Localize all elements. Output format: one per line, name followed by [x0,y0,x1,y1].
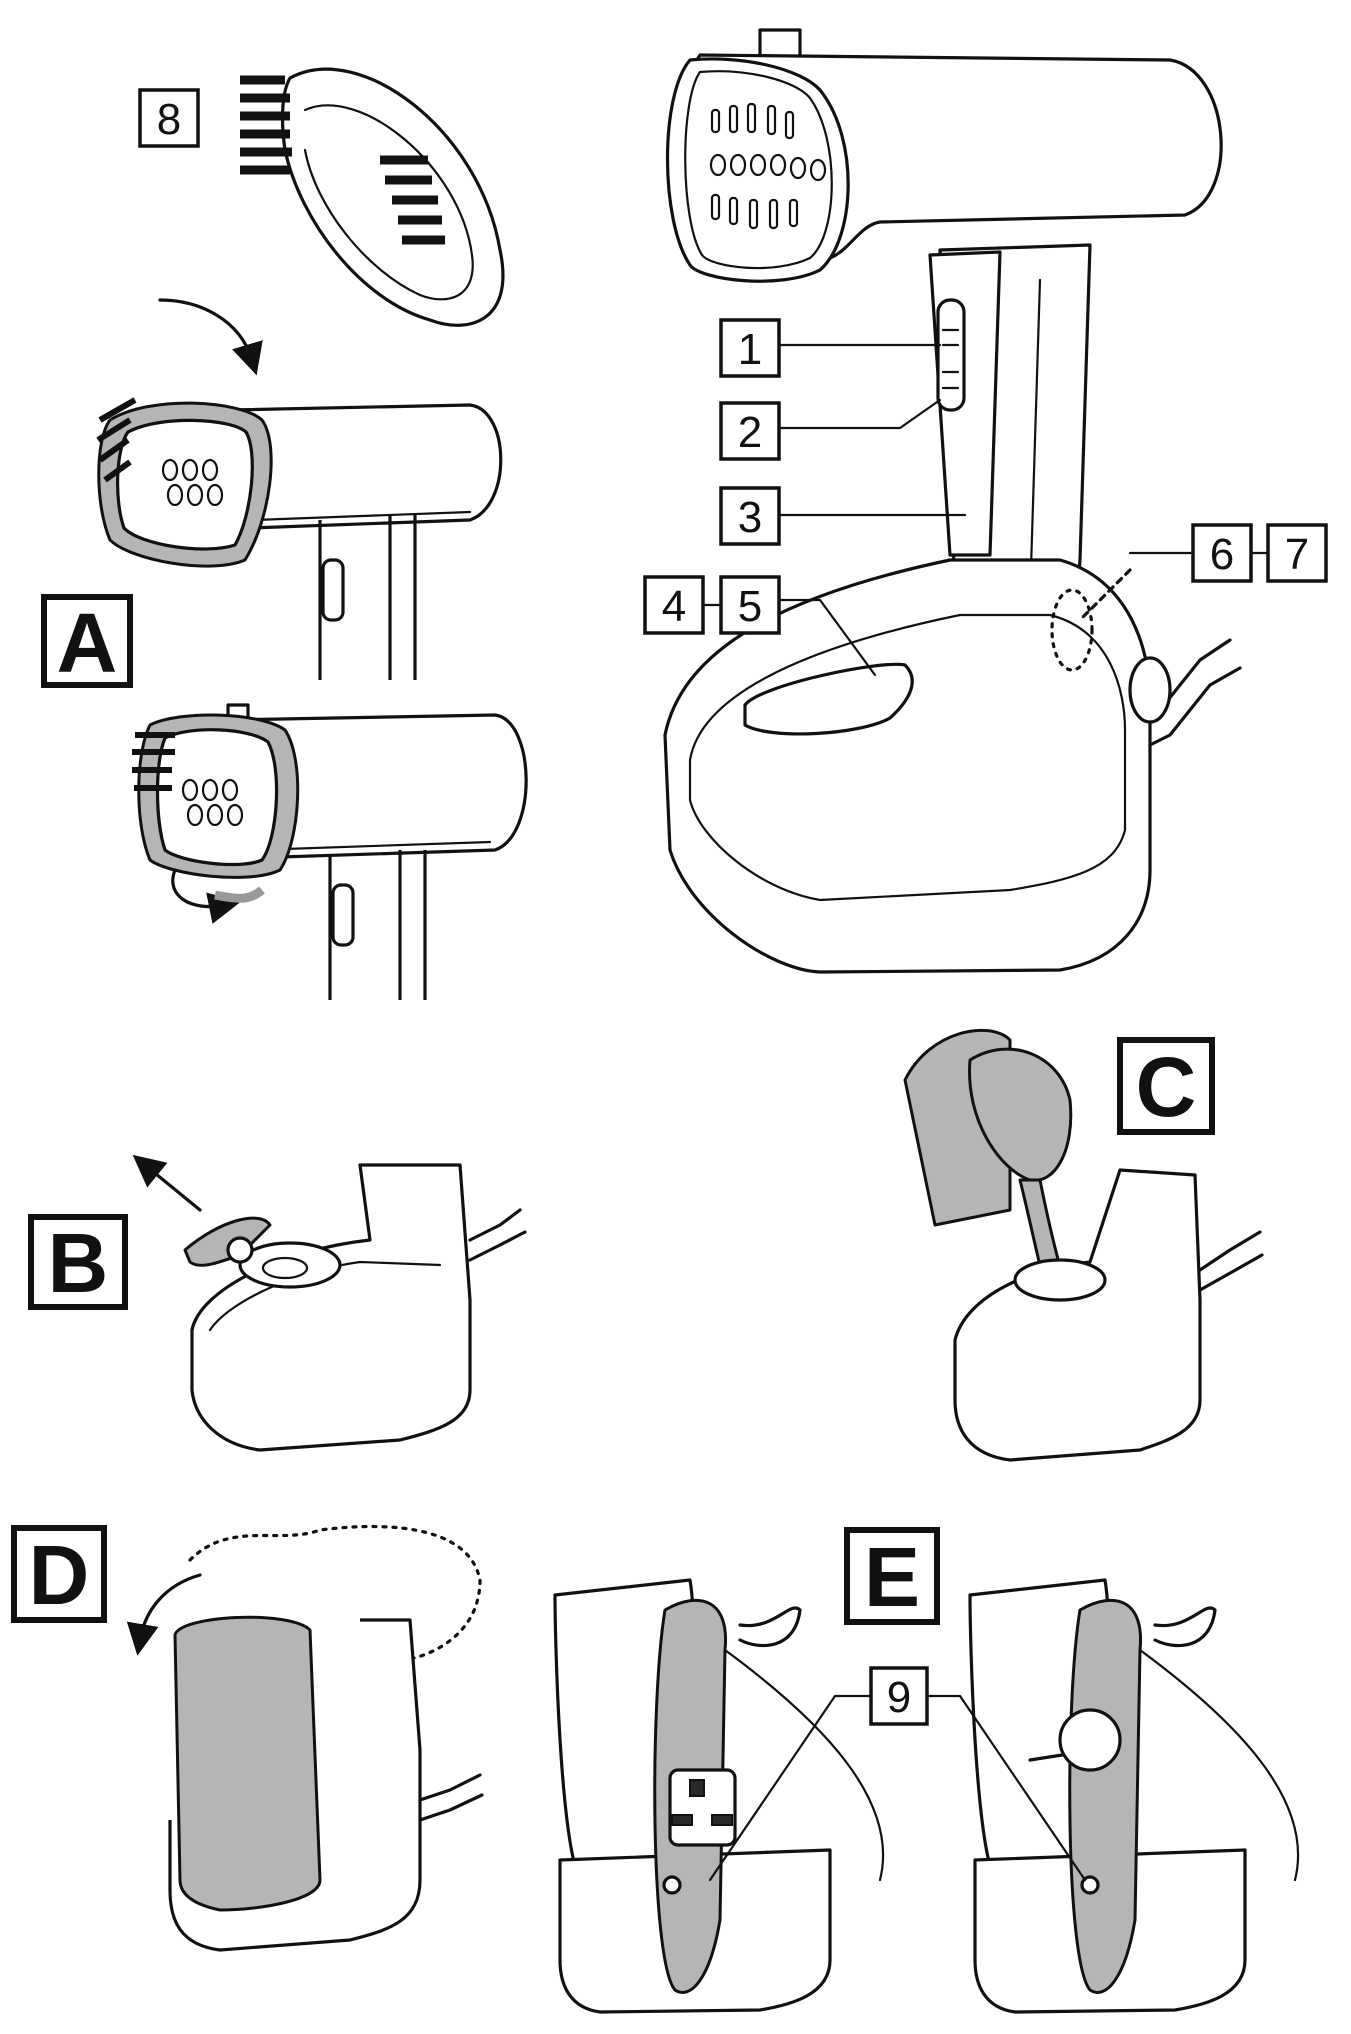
svg-text:4: 4 [662,582,686,631]
brush-attachment [240,67,505,327]
svg-text:3: 3 [738,493,762,542]
svg-text:5: 5 [738,582,762,631]
svg-text:7: 7 [1285,530,1309,579]
label-part-9: 9 [708,1666,1087,1882]
lift-arrow-icon [132,1154,202,1212]
tilt-arrow-icon [126,1573,202,1656]
vent-holes-icon [709,102,827,230]
label-part-8: 8 [138,88,200,148]
steamer-head-attaching [96,397,503,680]
section-d: D [11,1524,484,1952]
svg-text:A: A [57,596,118,690]
label-part-4: 4 [643,575,705,635]
step-label-d: D [11,1525,107,1623]
label-part-3: 3 [719,486,967,546]
brush-bristles-icon [240,75,445,245]
rotate-arrow-icon [171,868,241,924]
section-b: B [28,1154,527,1452]
svg-text:D: D [29,1528,90,1622]
svg-text:8: 8 [157,95,181,144]
svg-text:6: 6 [1210,530,1234,579]
step-label-c: C [1117,1037,1215,1135]
steamer-main-view: 1 2 3 4 5 6 7 [643,28,1328,974]
label-part-5: 5 [701,575,877,677]
label-part-2: 2 [719,398,942,461]
step-label-b: B [28,1214,128,1310]
svg-text:B: B [48,1216,109,1310]
svg-text:E: E [864,1530,920,1624]
section-e: E 9 [553,1527,1300,2014]
svg-text:9: 9 [887,1673,911,1722]
steamer-cord-wrapped-eu [968,1578,1300,2014]
rotate-arrow-grey-icon [214,886,265,903]
step-label-e: E [844,1527,940,1625]
steamer-cord-wrapped-uk [553,1578,885,2014]
section-a: 8 [41,67,528,1000]
vent-holes-icon [161,458,224,507]
attach-arrow-icon [158,298,263,376]
label-part-1: 1 [719,318,942,378]
svg-text:1: 1 [738,325,762,374]
section-c: C [903,1028,1264,1462]
label-part-6: 6 [1128,523,1253,583]
svg-text:C: C [1136,1040,1197,1134]
svg-text:2: 2 [738,408,762,457]
steamer-head-attached [132,703,528,1000]
step-label-a: A [41,594,133,690]
label-part-7: 7 [1249,523,1328,583]
